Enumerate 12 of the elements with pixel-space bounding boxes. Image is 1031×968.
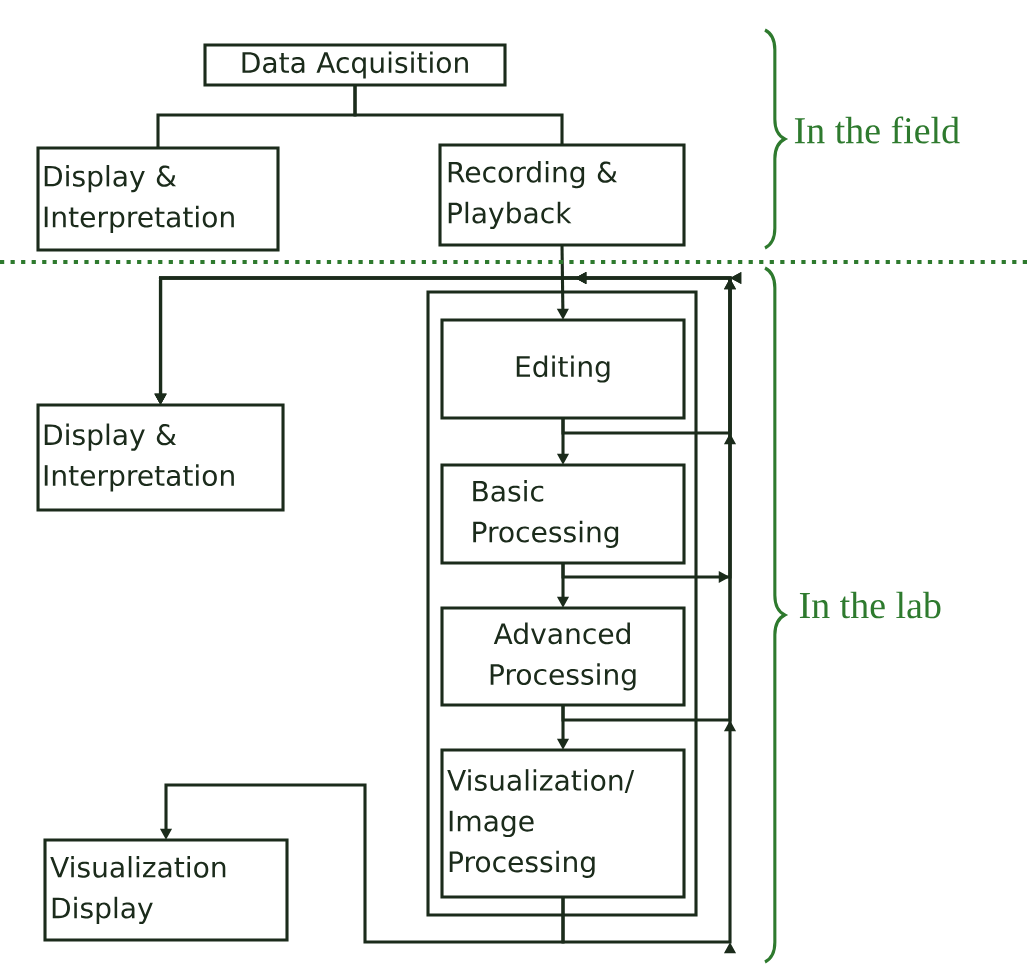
section-label: In the lab	[799, 591, 941, 619]
process-box: Display & Interpretation	[36, 403, 285, 512]
process-box: Visualization Display	[43, 838, 289, 942]
process-box: Editing	[440, 318, 686, 420]
process-box: Data Acquisition	[203, 43, 507, 87]
process-box: Display & Interpretation	[36, 146, 280, 252]
section-label: In the field	[794, 116, 960, 144]
process-box: Basic Processing	[440, 463, 686, 565]
process-box: Advanced Processing	[440, 606, 686, 707]
process-box: Recording & Playback	[438, 143, 686, 247]
container-box	[426, 290, 698, 917]
process-box: Visualization/ Image Processing	[440, 748, 686, 899]
